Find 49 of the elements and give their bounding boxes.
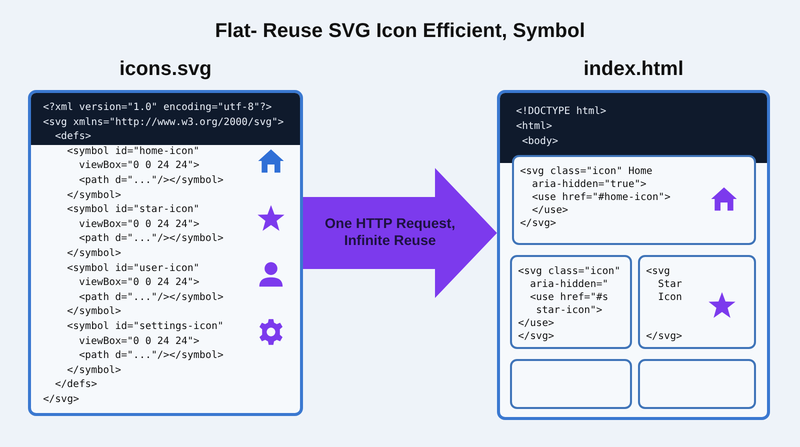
code-line: <svg class="icon" Home [520,165,652,178]
code-card [638,255,756,349]
code-line: </use> [532,204,568,217]
code-line: <defs> [55,130,92,144]
code-card [510,255,632,349]
code-line: <svg [646,265,670,278]
file-name-heading: index.html [582,58,684,81]
arrow [303,168,497,298]
code-line: <path d="..."/></symbol> [79,290,224,304]
code-line: Icon [658,291,682,304]
code-line: <!DOCTYPE html> [516,105,606,118]
code-line: <use href="#s [530,291,608,304]
code-card [512,155,756,245]
code-line: <body> [522,135,558,148]
code-line: <symbol id="user-icon" [67,262,200,275]
code-line: aria-hidden=" [530,278,608,291]
code-line: <use href="#home-icon"> [532,191,670,204]
code-line: viewBox="0 0 24 24"> [79,159,200,172]
code-line: viewBox="0 0 24 24"> [79,276,200,290]
code-line: <path d="..."/></symbol> [79,349,224,362]
code-line: <symbol id="settings-icon" [67,320,224,333]
empty-card [638,359,756,409]
code-line: aria-hidden="true"> [532,178,646,191]
code-line: </symbol> [67,305,122,318]
code-line: </symbol> [67,247,122,260]
code-line: <symbol id="star-icon" [67,203,200,216]
code-line: </svg> [646,330,682,343]
empty-card [510,359,632,409]
code-line: Star [658,278,682,291]
code-line: </svg> [43,393,80,406]
code-line: <svg xmlns="http://www.w3.org/2000/svg"> [43,116,284,129]
code-line: viewBox="0 0 24 24"> [79,334,200,348]
code-line: <path d="..."/></symbol> [79,174,224,187]
code-line: </svg> [520,217,556,230]
code-line: viewBox="0 0 24 24"> [79,218,200,231]
edge-label: One HTTP Request, Infinite Reuse [324,215,456,249]
file-name-heading: icons.svg [118,58,213,81]
code-line: <svg class="icon" [518,265,620,278]
code-line: </svg> [518,330,554,343]
code-line: star-icon"> [536,304,602,317]
code-line: <symbol id="home-icon" [67,144,200,158]
code-line: </symbol> [67,188,122,202]
code-line: <html> [516,120,552,133]
code-line: </symbol> [67,364,122,377]
code-line: <?xml version="1.0" encoding="utf-8"?> [43,101,272,114]
code-line: </defs> [55,378,98,392]
code-line: <path d="..."/></symbol> [79,232,224,246]
title: Flat- Reuse SVG Icon Efficient, Symbol [214,20,586,43]
code-line: </use> [518,317,554,330]
